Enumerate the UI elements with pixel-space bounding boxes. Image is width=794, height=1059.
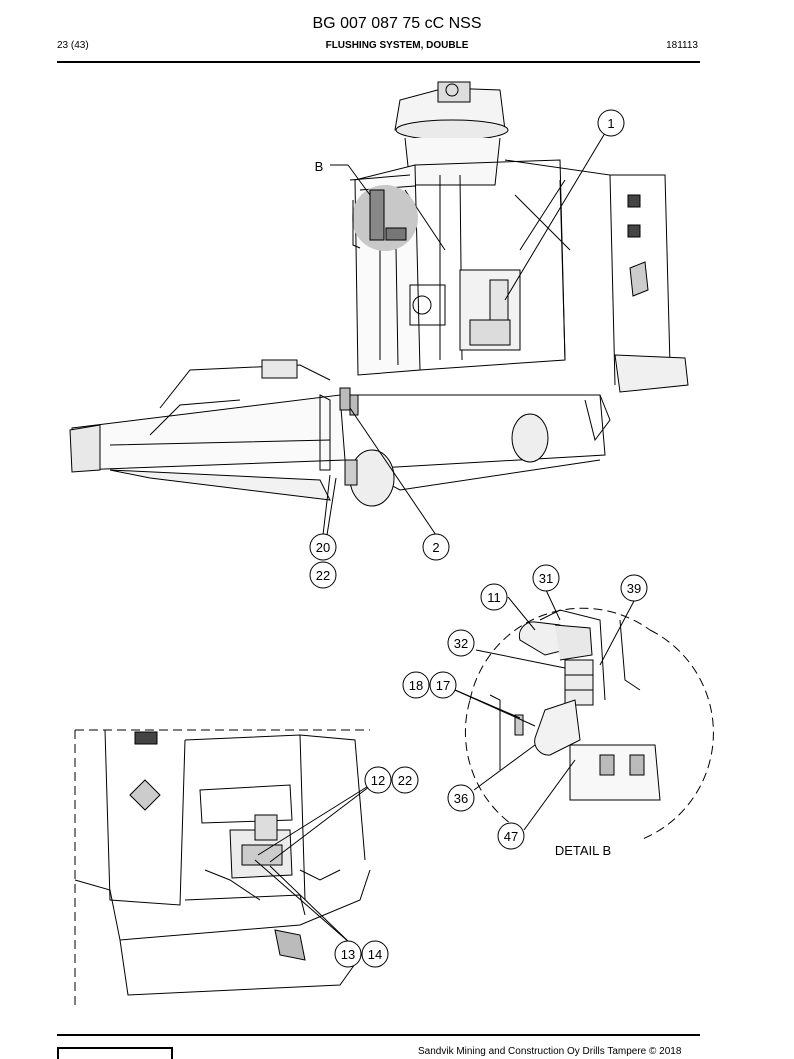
callout-1: 1	[607, 116, 614, 131]
callout-22-lower: 22	[398, 773, 412, 788]
callout-36: 36	[454, 791, 468, 806]
document-number: 181113	[666, 40, 698, 51]
callout-13: 13	[341, 947, 355, 962]
callout-22: 22	[316, 568, 330, 583]
callout-39: 39	[627, 581, 641, 596]
callout-20: 20	[316, 540, 330, 555]
callout-2: 2	[432, 540, 439, 555]
page-number: 23 (43)	[57, 40, 89, 51]
callout-11: 11	[487, 590, 501, 605]
detail-b-label: DETAIL B	[555, 843, 611, 858]
callout-47: 47	[504, 829, 518, 844]
view-label-b: B	[315, 159, 324, 174]
logo	[57, 1047, 173, 1059]
callout-17: 17	[436, 678, 450, 693]
document-code: BG 007 087 75 cC NSS	[312, 15, 482, 32]
callout-12: 12	[371, 773, 385, 788]
section-title: FLUSHING SYSTEM, DOUBLE	[325, 40, 469, 51]
header-rule	[57, 61, 700, 63]
callout-18: 18	[409, 678, 423, 693]
callout-31: 31	[539, 571, 553, 586]
callout-32: 32	[454, 636, 468, 651]
footer-copyright: Sandvik Mining and Construction Oy Drill…	[418, 1046, 682, 1057]
callout-14: 14	[368, 947, 382, 962]
footer-rule	[57, 1034, 700, 1036]
